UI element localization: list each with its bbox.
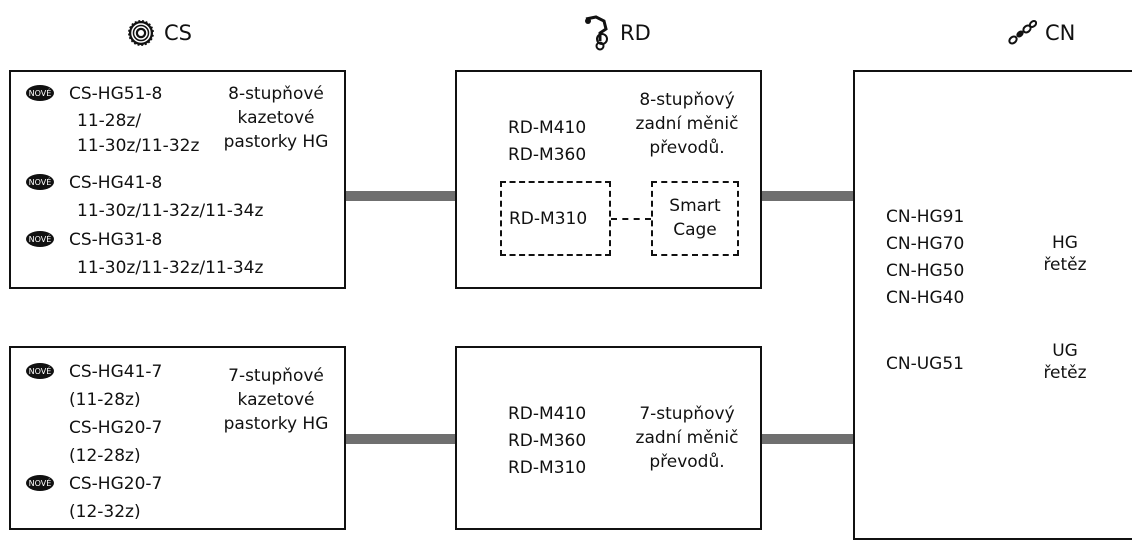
svg-text:NOVÉ: NOVÉ xyxy=(29,87,52,98)
cs8-desc-3: pastorky HG xyxy=(223,132,329,152)
connector-cs7-rd7 xyxy=(345,434,457,444)
cn-hg-model-2: CN-HG70 xyxy=(886,234,965,254)
rd8-sub-model-box: RD-M310 xyxy=(500,181,611,256)
rear-derailleur-icon xyxy=(585,15,608,51)
rd-7-speed-box: RD-M410 RD-M360 RD-M310 7-stupňový zadní… xyxy=(455,346,762,530)
nove-badge-icon: NOVÉ xyxy=(26,475,54,491)
cn-ug-desc-1: UG xyxy=(1052,341,1078,361)
cn-hg-model-3: CN-HG50 xyxy=(886,261,965,281)
header-rd-label: RD xyxy=(620,21,651,45)
cn-hg-model-4: CN-HG40 xyxy=(886,288,965,308)
cs7-model-1: CS-HG41-7 xyxy=(69,362,163,382)
cs-7-speed-box: NOVÉ CS-HG41-7 (11-28z) CS-HG20-7 (12-28… xyxy=(9,346,346,530)
rd8-desc-2: zadní měnič xyxy=(635,114,739,134)
chain-icon xyxy=(1008,20,1037,45)
connector-rd8-cn xyxy=(760,191,854,201)
cs8-model-2: CS-HG41-8 xyxy=(69,173,163,193)
cn-box: CN-HG91 CN-HG70 CN-HG50 CN-HG40 HG řetěz… xyxy=(853,70,1132,540)
rd8-desc-1: 8-stupňový xyxy=(639,90,735,110)
cn-ug-desc-2: řetěz xyxy=(1043,363,1087,383)
rd7-desc-3: převodů. xyxy=(649,452,725,472)
rd8-model-1: RD-M410 xyxy=(508,118,587,138)
cn-hg-model-1: CN-HG91 xyxy=(886,207,965,227)
smart-cage-box: Smart Cage xyxy=(651,181,739,256)
cs8-model-1: CS-HG51-8 xyxy=(69,84,163,104)
rd7-desc-1: 7-stupňový xyxy=(639,404,735,424)
cs7-model-2: CS-HG20-7 xyxy=(69,418,163,438)
cassette-sprocket-icon xyxy=(127,19,155,47)
cs7-desc-3: pastorky HG xyxy=(223,414,329,434)
header-cn: CN xyxy=(1007,16,1075,50)
rd7-model-1: RD-M410 xyxy=(508,404,587,424)
cs7-model-3-size-1: (12-32z) xyxy=(69,502,141,522)
nove-badge-icon: NOVÉ xyxy=(26,174,54,190)
svg-text:NOVÉ: NOVÉ xyxy=(29,365,52,376)
cs8-model-2-size-1: 11-30z/11-32z/11-34z xyxy=(77,201,264,221)
nove-badge-icon: NOVÉ xyxy=(26,85,54,101)
svg-text:NOVÉ: NOVÉ xyxy=(29,176,52,187)
cs8-model-3: CS-HG31-8 xyxy=(69,230,163,250)
cs7-desc-2: kazetové xyxy=(237,390,315,410)
cn-ug-model-1: CN-UG51 xyxy=(886,354,964,374)
cs7-model-1-size-1: (11-28z) xyxy=(69,390,141,410)
nove-badge-icon: NOVÉ xyxy=(26,231,54,247)
header-cn-label: CN xyxy=(1045,21,1076,45)
nove-badge-icon: NOVÉ xyxy=(26,363,54,379)
rd8-model-2: RD-M360 xyxy=(508,145,587,165)
cn-hg-desc-1: HG xyxy=(1052,233,1078,253)
header-rd: RD xyxy=(584,15,651,51)
rd-8-speed-box: RD-M410 RD-M360 8-stupňový zadní měnič p… xyxy=(455,70,762,289)
cs8-model-3-size-1: 11-30z/11-32z/11-34z xyxy=(77,258,264,278)
rd7-model-2: RD-M360 xyxy=(508,431,587,451)
cs8-model-1-size-1: 11-28z/ xyxy=(77,111,142,131)
cs7-model-2-size-1: (12-28z) xyxy=(69,446,141,466)
smart-cage-line-1: Smart xyxy=(669,196,721,216)
cs7-desc-1: 7-stupňové xyxy=(228,366,324,386)
connector-cs8-rd8 xyxy=(345,191,457,201)
cs8-desc-2: kazetové xyxy=(237,108,315,128)
dashed-link xyxy=(611,218,651,220)
cs7-model-3: CS-HG20-7 xyxy=(69,474,163,494)
cs8-model-1-size-2: 11-30z/11-32z xyxy=(77,136,200,156)
cs-8-speed-box: NOVÉ CS-HG51-8 11-28z/ 11-30z/11-32z NOV… xyxy=(9,70,346,289)
svg-text:NOVÉ: NOVÉ xyxy=(29,477,52,488)
rd8-desc-3: převodů. xyxy=(649,138,725,158)
rd8-sub-model: RD-M310 xyxy=(509,209,588,229)
connector-rd7-cn xyxy=(760,434,854,444)
smart-cage-line-2: Cage xyxy=(673,220,717,240)
svg-text:NOVÉ: NOVÉ xyxy=(29,233,52,244)
cs8-desc-1: 8-stupňové xyxy=(228,84,324,104)
header-cs-label: CS xyxy=(164,21,192,45)
rd7-desc-2: zadní měnič xyxy=(635,428,739,448)
rd7-model-3: RD-M310 xyxy=(508,458,587,478)
header-cs: CS xyxy=(126,16,192,50)
cn-hg-desc-2: řetěz xyxy=(1043,255,1087,275)
